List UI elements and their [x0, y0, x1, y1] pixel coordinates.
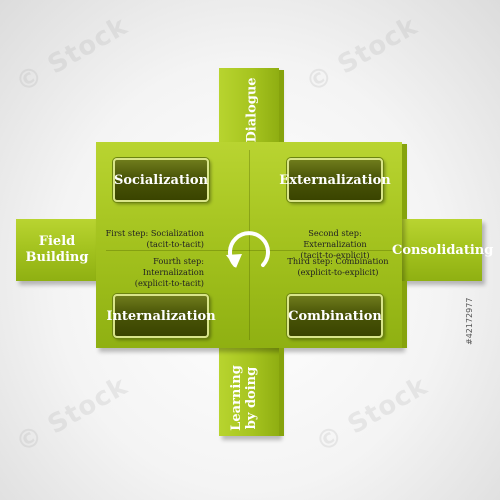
- label-learning-line1: Learning: [229, 365, 244, 431]
- label-learning-by-doing: Learning by doing: [229, 348, 269, 448]
- label-dialogue: Dialogue: [244, 77, 260, 143]
- third-step-line2: (explicit-to-explicit): [297, 267, 379, 277]
- horizontal-divider: [106, 250, 394, 251]
- watermark-text: © Stock: [310, 371, 433, 459]
- first-step-text: First step: Socialization (tacit-to-taci…: [102, 228, 204, 250]
- watermark-text: © Stock: [10, 371, 133, 459]
- label-learning-line2: by doing: [244, 366, 259, 430]
- arm-edge: [402, 144, 407, 219]
- first-step-line2: (tacit-to-tacit): [146, 239, 204, 249]
- fourth-step-text: Fourth step: Internalization (explicit-t…: [100, 256, 204, 289]
- cycle-arrow-icon: [226, 231, 270, 268]
- second-step-line2: (tacit-to-explicit): [300, 250, 370, 260]
- fourth-step-line1: Fourth step: Internalization: [142, 256, 204, 277]
- internalization-button[interactable]: Internalization: [106, 294, 216, 338]
- second-step-text: Second step: Externalization (tacit-to-e…: [276, 228, 394, 261]
- fourth-step-line2: (explicit-to-tacit): [134, 278, 204, 288]
- watermark-text: © Stock: [300, 11, 423, 99]
- third-step-text: Third step: Combination (explicit-to-exp…: [282, 256, 394, 278]
- arm-edge: [279, 348, 284, 436]
- label-field-line2: Building: [25, 250, 89, 265]
- bottom-arm: [219, 340, 279, 436]
- label-field-building: Field Building: [22, 234, 92, 266]
- watermark-text: © Stock: [10, 11, 133, 99]
- left-arm: [16, 219, 106, 281]
- label-consolidating: Consolidating: [392, 243, 494, 258]
- stock-id: #42172977: [465, 297, 474, 345]
- socialization-button[interactable]: Socialization: [113, 158, 209, 202]
- first-step-line1: First step: Socialization: [105, 228, 204, 238]
- combination-button[interactable]: Combination: [287, 294, 383, 338]
- arm-edge: [402, 281, 407, 348]
- second-step-line1: Second step: Externalization: [303, 228, 367, 249]
- arm-edge: [279, 70, 284, 142]
- label-field-line1: Field: [38, 234, 76, 249]
- externalization-button[interactable]: Externalization: [279, 158, 391, 202]
- right-arm: [394, 219, 482, 281]
- third-step-line1: Third step: Combination: [287, 256, 389, 266]
- vertical-divider: [249, 150, 250, 340]
